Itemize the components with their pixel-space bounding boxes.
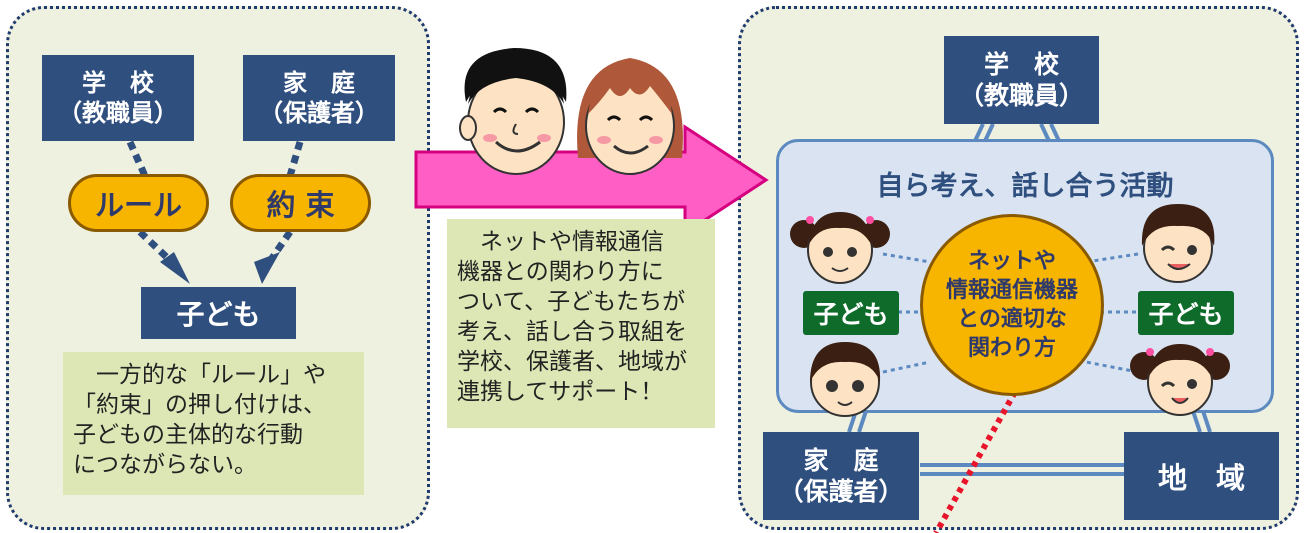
spokes <box>882 252 1139 374</box>
left-school-line2: （教職員） <box>58 99 178 127</box>
middle-note-line: 学校、保護者、地域が <box>457 349 687 375</box>
arrowhead-left <box>160 252 190 284</box>
activity-title: 自ら考え、話し合う活動 <box>876 171 1174 202</box>
left-note-line: 一方的な「ルール」や <box>73 362 326 388</box>
left-school-box: 学 校 （教職員） <box>42 55 194 141</box>
child-label-right: 子ども <box>1138 291 1234 335</box>
girl-face-bottom-right <box>1130 344 1230 416</box>
right-school-line1: 学 校 <box>983 49 1059 79</box>
right-community-box: 地 域 <box>1124 432 1279 520</box>
double-lines <box>847 123 1212 476</box>
girl-face-bottom-left <box>810 342 881 417</box>
center-line: ネットや <box>967 249 1056 274</box>
mother-face <box>577 58 683 175</box>
rule-pill: ルール <box>68 174 209 232</box>
middle-note-line: 考え、話し合う取組を <box>457 319 687 345</box>
left-note-line: につながらない。 <box>73 452 257 478</box>
middle-note-line: ついて、子どもたちが <box>457 289 686 315</box>
connector-home-promise <box>286 141 304 177</box>
left-home-line2: （保護者） <box>259 99 379 127</box>
connector-school-rule <box>126 140 149 178</box>
center-line: 情報通信機器 <box>945 278 1078 303</box>
middle-note: ネットや情報通信 機器との関わり方に ついて、子どもたちが 考え、話し合う取組を… <box>447 219 715 428</box>
left-school-line1: 学 校 <box>82 69 154 97</box>
arrowhead-right <box>254 252 280 284</box>
left-home-box: 家 庭 （保護者） <box>243 55 395 141</box>
left-home-line1: 家 庭 <box>283 69 355 97</box>
left-note-line: 「約束」の押し付けは、 <box>73 392 326 418</box>
left-child-box: 子ども <box>141 287 296 339</box>
child-label-left: 子ども <box>803 291 899 335</box>
right-home-box: 家 庭 （保護者） <box>763 432 919 520</box>
father-face <box>459 48 567 175</box>
girl-face-top-left <box>790 212 890 284</box>
middle-note-line: ネットや情報通信 <box>457 229 664 255</box>
promise-pill: 約 束 <box>230 174 371 232</box>
middle-note-line: 連携してサポート！ <box>457 379 664 405</box>
boy-face-top-right <box>1141 204 1215 283</box>
right-home-line2: （保護者） <box>778 477 904 506</box>
middle-note-line: 機器との関わり方に <box>457 259 664 285</box>
red-dotted-line <box>933 390 1018 533</box>
left-note: 一方的な「ルール」や 「約束」の押し付けは、 子どもの主体的な行動 につながらな… <box>63 352 364 495</box>
right-home-line1: 家 庭 <box>803 445 879 475</box>
right-school-box: 学 校 （教職員） <box>944 36 1099 124</box>
center-line: との適切な <box>957 307 1067 332</box>
center-topic-circle: ネットや 情報通信機器 との適切な 関わり方 <box>920 214 1104 396</box>
left-note-line: 子どもの主体的な行動 <box>73 422 303 448</box>
right-school-line2: （教職員） <box>958 81 1084 110</box>
center-line: 関わり方 <box>967 336 1056 361</box>
